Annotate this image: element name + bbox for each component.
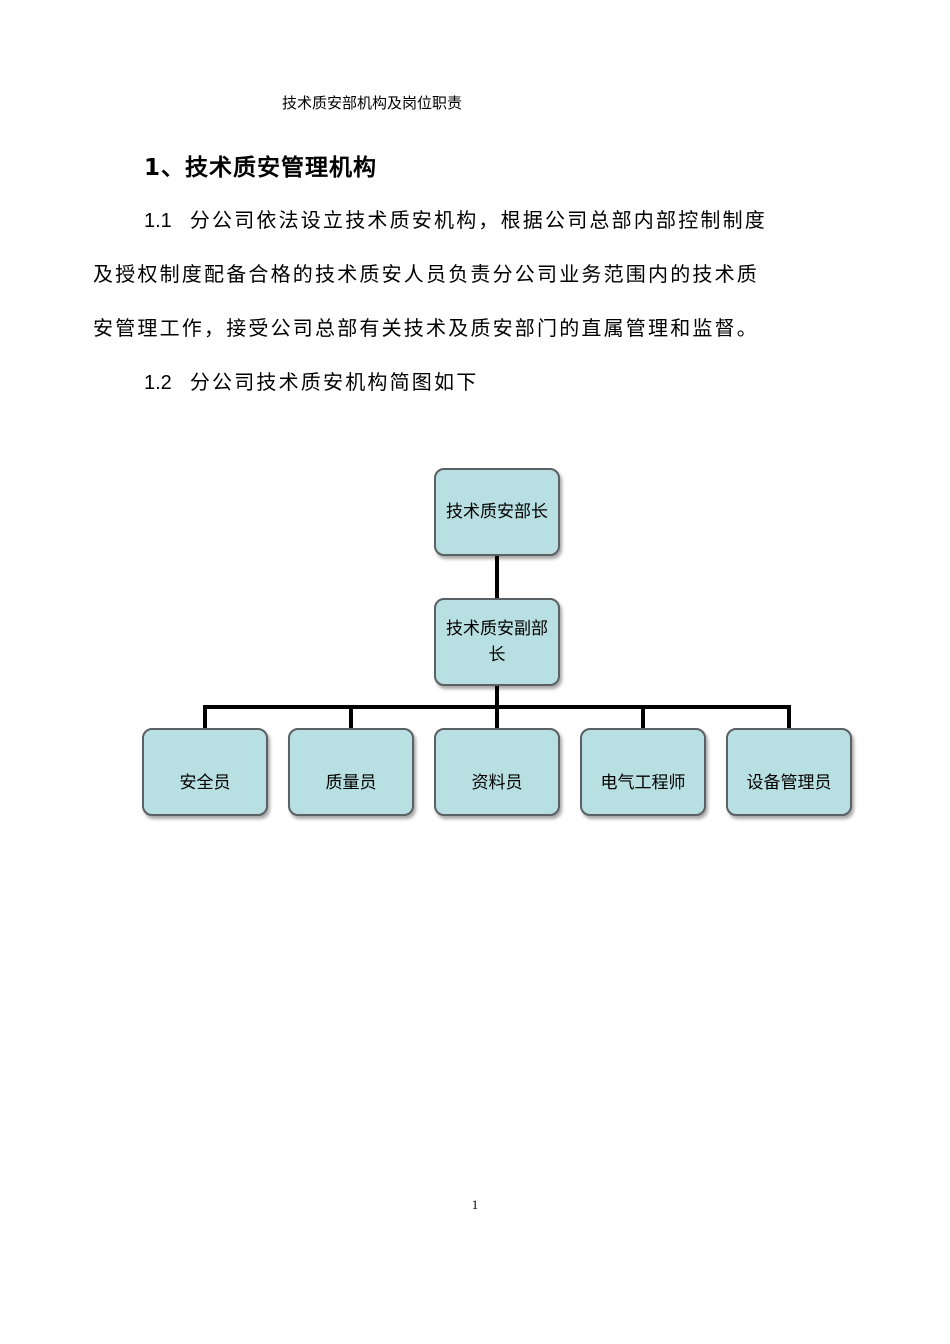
page-number: 1 (471, 1197, 479, 1212)
page-header: 技术质安部机构及岗位职责 (282, 94, 463, 112)
paragraph-number-1-2: 1.2 (144, 372, 172, 394)
org-node-head: 技术质安部长 (434, 468, 560, 556)
section-title: 1、技术质安管理机构 (144, 155, 378, 181)
paragraph-1-1-line-2: 及授权制度配备合格的技术质安人员负责分公司业务范围内的技术质 (93, 262, 759, 286)
paragraph-1-1-text-line-1: 分公司依法设立技术质安机构，根据公司总部内部控制制度 (189, 208, 768, 232)
org-node-deputy: 技术质安副部长 (434, 598, 560, 686)
org-node-staff: 电气工程师 (580, 728, 706, 816)
paragraph-1-2: 1.2 分公司技术质安机构简图如下 (144, 366, 478, 395)
org-node-staff: 设备管理员 (726, 728, 852, 816)
paragraph-1-2-text: 分公司技术质安机构简图如下 (189, 370, 479, 394)
org-node-staff: 安全员 (142, 728, 268, 816)
org-node-staff: 资料员 (434, 728, 560, 816)
paragraph-1-1-line-3: 安管理工作，接受公司总部有关技术及质安部门的直属管理和监督。 (93, 316, 759, 340)
paragraph-1-1-line-1: 1.1 分公司依法设立技术质安机构，根据公司总部内部控制制度 (144, 204, 767, 233)
org-node-staff: 质量员 (288, 728, 414, 816)
paragraph-number-1-1: 1.1 (144, 210, 172, 232)
